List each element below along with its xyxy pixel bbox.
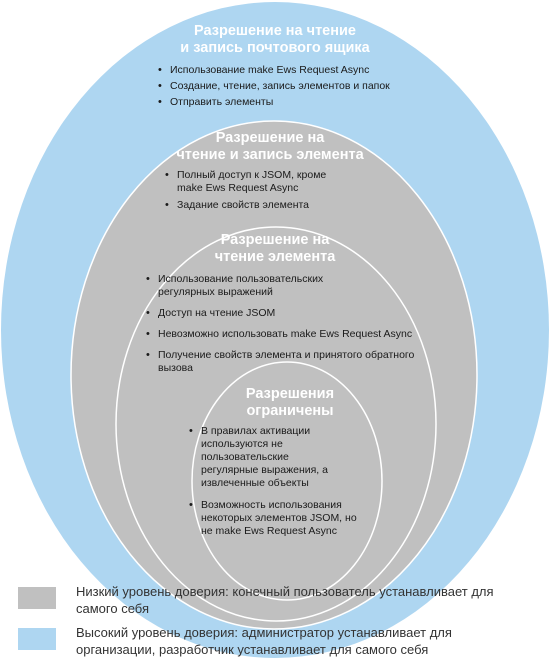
level-1-title-line2: и запись почтового ящика	[180, 40, 370, 56]
level-1-list: Использование make Ews Request Async Соз…	[156, 64, 416, 109]
list-item: Получение свойств элемента и принятого о…	[144, 349, 433, 375]
level-2-title: Разрешение на чтение и запись элемента	[150, 130, 390, 164]
list-item: Задание свойств элемента	[163, 199, 328, 212]
level-1-title: Разрешение на чтение и запись почтового …	[150, 23, 400, 57]
legend-high-trust: Высокий уровень доверия: администратор у…	[18, 624, 506, 658]
level-3-list: Использование пользовательских регулярны…	[144, 273, 444, 375]
legend-high-trust-text: Высокий уровень доверия: администратор у…	[76, 625, 452, 657]
level-4-list: В правилах активации используются не пол…	[187, 425, 367, 538]
level-1-title-line1: Разрешение на чтение	[194, 23, 356, 39]
list-item: Создание, чтение, запись элементов и пап…	[156, 80, 416, 93]
list-item: В правилах активации используются не пол…	[187, 425, 346, 490]
level-3-title: Разрешение на чтение элемента	[190, 232, 360, 266]
legend-low-trust-text: Низкий уровень доверия: конечный пользов…	[76, 584, 494, 616]
level-3-title-line2: чтение элемента	[214, 249, 336, 265]
level-4-title-line2: ограничены	[246, 403, 334, 419]
legend-low-trust: Низкий уровень доверия: конечный пользов…	[18, 583, 506, 617]
list-item: Возможность использования некоторых элем…	[187, 499, 367, 538]
list-item: Использование пользовательских регулярны…	[144, 273, 358, 299]
legend-swatch-blue	[18, 628, 56, 650]
list-item: Невозможно использовать make Ews Request…	[144, 328, 444, 341]
level-4-title: Разрешения ограничены	[215, 386, 365, 420]
list-item: Полный доступ к JSOM, кроме make Ews Req…	[163, 169, 328, 195]
level-2-title-line2: чтение и запись элемента	[176, 147, 364, 163]
level-2-title-line1: Разрешение на	[215, 130, 325, 146]
list-item: Отправить элементы	[156, 96, 416, 109]
list-item: Доступ на чтение JSOM	[144, 307, 444, 320]
level-3-title-line1: Разрешение на	[220, 232, 330, 248]
list-item: Использование make Ews Request Async	[156, 64, 416, 77]
level-4-title-line1: Разрешения	[245, 386, 335, 402]
legend-swatch-gray	[18, 587, 56, 609]
level-2-list: Полный доступ к JSOM, кроме make Ews Req…	[163, 169, 328, 212]
